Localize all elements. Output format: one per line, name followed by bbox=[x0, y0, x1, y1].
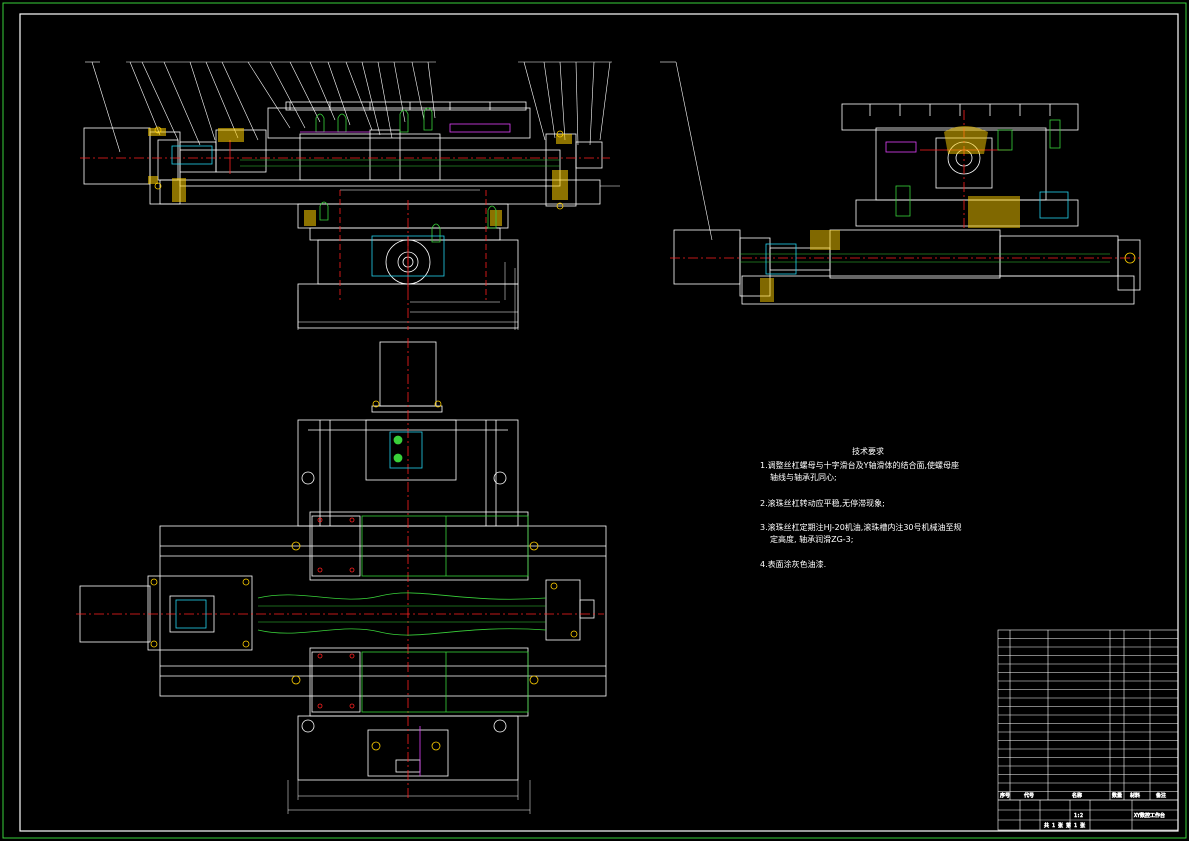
leader-lines bbox=[85, 61, 612, 153]
title-block-drawing-name: XY数控工作台 bbox=[1134, 812, 1165, 819]
title-block-col-index: 序号 bbox=[1000, 792, 1010, 799]
title-block-scale: 1:2 bbox=[1074, 813, 1083, 819]
tech-requirement-4: 4.表面涂灰色油漆. bbox=[760, 560, 827, 569]
title-block-col-code: 代号 bbox=[1024, 792, 1034, 799]
drawing-frame bbox=[19, 13, 1179, 832]
tech-requirement-2: 2.滚珠丝杠转动应平稳,无停滞现象; bbox=[760, 499, 885, 508]
front-view-details bbox=[80, 107, 610, 330]
title-block-col-remark: 备注 bbox=[1156, 792, 1166, 799]
title-block: 序号 代号 名称 数量 材料 备注 1:2 XY数控工作台 共 1 张 第 1 … bbox=[997, 629, 1179, 831]
tech-requirements-title: 技术要求 bbox=[852, 447, 884, 456]
tech-requirement-3-cont: 定高度, 轴承润滑ZG-3; bbox=[770, 535, 854, 544]
tech-requirement-3: 3.滚珠丝杠定期注HJ-20机油,滚珠槽内注30号机械油至规 bbox=[760, 523, 962, 532]
top-view bbox=[79, 341, 607, 814]
side-view-details bbox=[670, 110, 1140, 302]
title-block-col-qty: 数量 bbox=[1112, 792, 1122, 799]
title-block-col-material: 材料 bbox=[1130, 792, 1140, 799]
tech-requirement-1: 1.调整丝杠螺母与十字滑台及Y轴滑体的结合面,使螺母座 bbox=[760, 461, 960, 470]
title-block-col-name: 名称 bbox=[1072, 792, 1082, 799]
top-view-details bbox=[76, 338, 604, 800]
title-block-sheet-info: 共 1 张 第 1 张 bbox=[1044, 822, 1085, 829]
tech-requirement-1-cont: 轴线与轴承孔同心; bbox=[770, 473, 837, 482]
